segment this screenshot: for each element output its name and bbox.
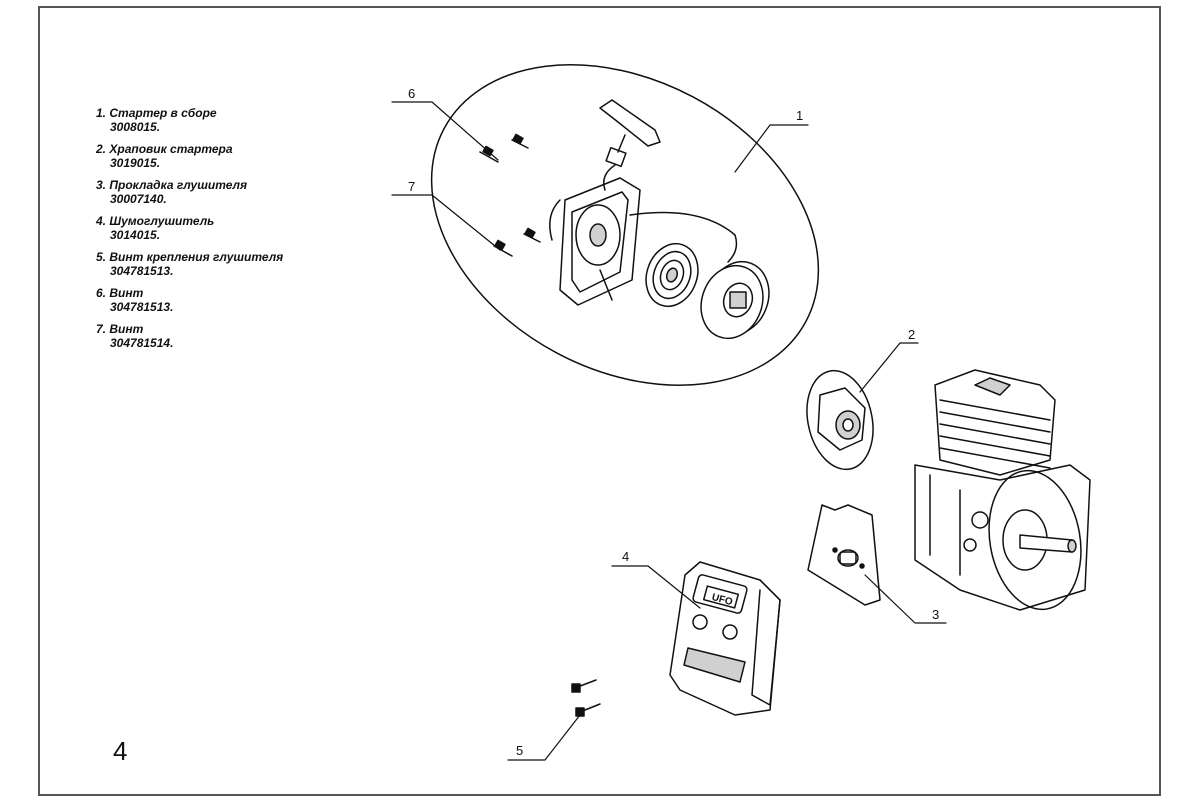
callout-5: 5 xyxy=(516,743,523,758)
leader-lines xyxy=(391,101,947,761)
legend-name: Винт xyxy=(109,322,144,336)
recoil-spring xyxy=(645,242,699,308)
legend-name: Храповик стартера xyxy=(109,142,233,156)
legend-name: Винт крепления глушителя xyxy=(109,250,284,264)
legend-item-7: 7. Винт 304781514. xyxy=(96,322,356,350)
starter-housing xyxy=(549,177,641,306)
legend-code: 3008015. xyxy=(110,120,161,134)
starter-assembly xyxy=(430,64,820,386)
legend-item-5: 5. Винт крепления глушителя 304781513. xyxy=(96,250,356,278)
legend-name: Прокладка глушителя xyxy=(109,178,248,192)
engine-block xyxy=(914,369,1091,611)
legend-code: 304781513. xyxy=(110,264,174,278)
callout-6: 6 xyxy=(408,86,415,101)
callout-4: 4 xyxy=(622,549,629,564)
parts-legend: 1. Стартер в сборе 3008015. 2. Храповик … xyxy=(96,106,356,358)
screws-7 xyxy=(493,227,541,257)
legend-name: Шумоглушитель xyxy=(109,214,215,228)
callout-7: 7 xyxy=(408,179,415,194)
legend-code: 3014015. xyxy=(110,228,161,242)
legend-item-3: 3. Прокладка глушителя 30007140. xyxy=(96,178,356,206)
legend-item-2: 2. Храповик стартера 3019015. xyxy=(96,142,356,170)
legend-code: 3019015. xyxy=(110,156,161,170)
legend-item-6: 6. Винт 304781513. xyxy=(96,286,356,314)
starter-handle xyxy=(599,99,738,263)
legend-item-1: 1. Стартер в сборе 3008015. xyxy=(96,106,356,134)
legend-number: 2. xyxy=(96,142,107,156)
starter-ratchet xyxy=(806,369,874,471)
legend-number: 7. xyxy=(96,322,107,336)
screws-5 xyxy=(571,679,601,717)
muffler-logo: UFO xyxy=(710,592,733,608)
legend-name: Стартер в сборе xyxy=(109,106,217,120)
callout-3: 3 xyxy=(932,607,939,622)
muffler-gasket xyxy=(807,504,881,606)
callout-2: 2 xyxy=(908,327,915,342)
legend-code: 30007140. xyxy=(110,192,167,206)
legend-number: 4. xyxy=(96,214,107,228)
legend-number: 5. xyxy=(96,250,107,264)
legend-code: 304781514. xyxy=(110,336,174,350)
muffler xyxy=(669,561,781,716)
page-number: 4 xyxy=(113,736,128,766)
screws-6 xyxy=(479,133,529,163)
legend-item-4: 4. Шумоглушитель 3014015. xyxy=(96,214,356,242)
legend-number: 1. xyxy=(96,106,107,120)
callout-1: 1 xyxy=(796,108,803,123)
starter-group-ellipse xyxy=(430,64,820,386)
legend-number: 6. xyxy=(96,286,107,300)
legend-name: Винт xyxy=(109,286,144,300)
starter-pulley xyxy=(700,260,770,340)
legend-number: 3. xyxy=(96,178,107,192)
legend-code: 304781513. xyxy=(110,300,174,314)
